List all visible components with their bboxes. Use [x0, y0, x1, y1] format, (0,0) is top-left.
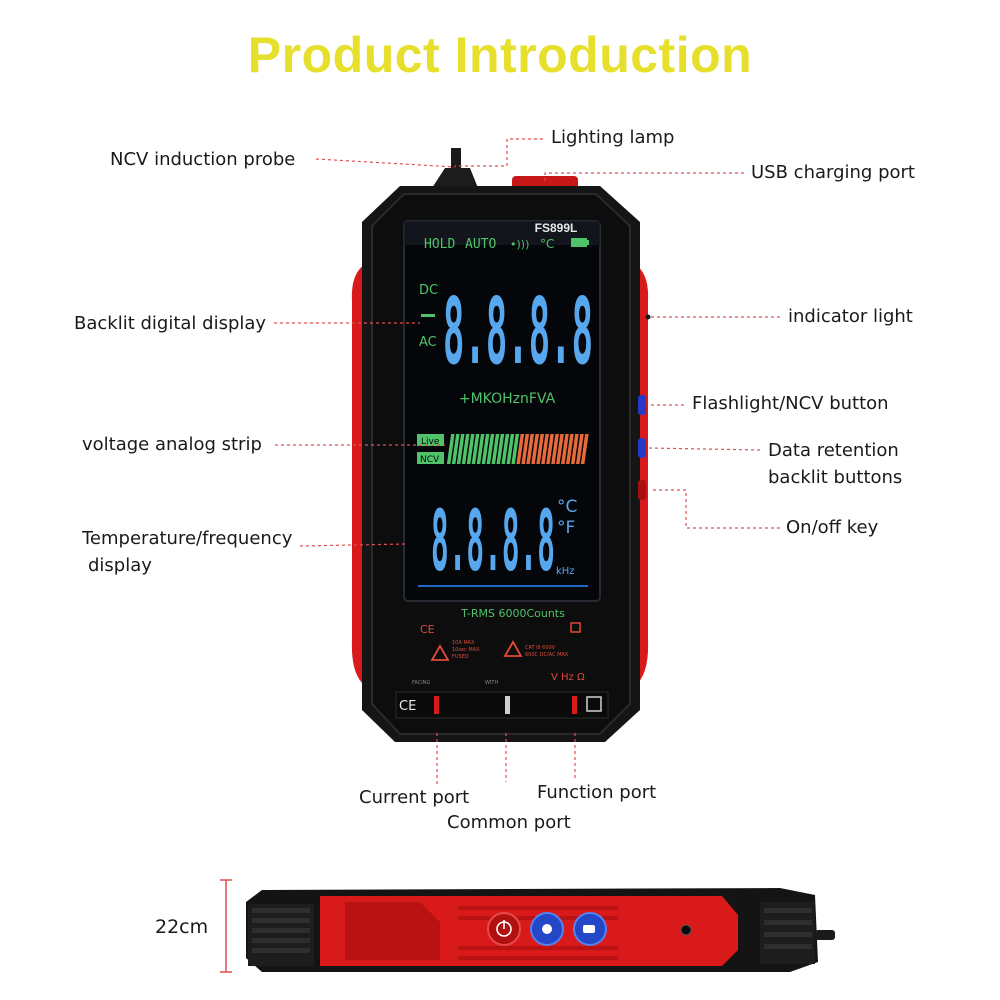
analog-strip-bar	[570, 434, 579, 464]
function-port	[572, 696, 577, 714]
port-with-label: WITH	[485, 680, 498, 686]
line-usb-port	[544, 172, 744, 182]
side-power-button[interactable]	[487, 912, 521, 946]
analog-strip-bar	[446, 434, 455, 464]
indicator-light	[645, 314, 651, 320]
analog-strip-bar	[575, 434, 584, 464]
analog-strip-bar	[521, 434, 530, 464]
analog-strip-bar	[516, 434, 525, 464]
callout-data-retention-2: backlit buttons	[768, 467, 903, 488]
warning-icon	[430, 644, 450, 661]
callout-backlit-display: Backlit digital display	[74, 313, 267, 334]
callout-lighting-lamp: Lighting lamp	[551, 127, 675, 148]
analog-strip-bar	[531, 434, 540, 464]
analog-strip-bar	[486, 434, 495, 464]
thickness-label: 22cm	[155, 916, 209, 938]
primary-digits: 8.8.8.8	[443, 278, 593, 385]
unit-symbols: +MKOHznFVA	[459, 391, 556, 407]
onoff-key[interactable]	[638, 480, 646, 500]
analog-strip-bar	[565, 434, 574, 464]
analog-strip-bar	[451, 434, 460, 464]
voltage-analog-strip	[446, 434, 589, 464]
ce-mark: CE	[420, 623, 435, 636]
analog-strip-bar	[511, 434, 520, 464]
analog-strip-bar	[501, 434, 510, 464]
callout-current-port: Current port	[359, 787, 470, 808]
lcd-dc: DC	[419, 283, 438, 298]
analog-strip-bar	[476, 434, 485, 464]
line-lighting-lamp	[455, 138, 543, 167]
lcd-live: Live	[421, 437, 440, 447]
side-flashlight-button[interactable]	[573, 912, 607, 946]
spec-right-2: 600C DC/AC MAX	[525, 652, 569, 658]
ce-mark-bottom: CE	[399, 699, 416, 714]
common-port	[505, 696, 510, 714]
analog-strip-bar	[481, 434, 490, 464]
lcd-celsius-top: °C	[540, 237, 554, 251]
spec-left-3: FUSED	[452, 654, 469, 660]
double-insulation-icon	[570, 622, 581, 633]
analog-strip-bar	[466, 434, 475, 464]
analog-strip-bar	[546, 434, 554, 464]
callout-data-retention-1: Data retention	[768, 440, 899, 461]
lcd-auto: AUTO	[465, 237, 496, 252]
warning-icon	[503, 640, 523, 657]
function-symbols: V Hz Ω	[551, 672, 585, 683]
spec-left-1: 10A MAX	[452, 640, 475, 646]
callout-function-port: Function port	[537, 782, 657, 803]
lcd-sound-icon: •)))	[510, 238, 529, 251]
thickness-dimension-bracket	[220, 879, 232, 973]
callout-analog-strip: voltage analog strip	[82, 434, 262, 455]
callout-temp-freq-1: Temperature/frequency	[82, 528, 293, 549]
callout-usb-port: USB charging port	[751, 162, 915, 183]
lcd-fahrenheit: °F	[557, 518, 575, 538]
analog-strip-bar	[456, 434, 465, 464]
ncv-probe	[432, 148, 478, 188]
flashlight-ncv-button[interactable]	[638, 395, 646, 415]
callout-flashlight-button: Flashlight/NCV button	[692, 393, 889, 414]
model-label: FS899L	[535, 221, 578, 235]
analog-strip-bar	[526, 434, 535, 464]
port-facing-label: FACING	[412, 680, 430, 686]
data-retention-button[interactable]	[638, 438, 646, 458]
line-data-retention	[647, 447, 761, 451]
analog-strip-bar	[561, 434, 569, 464]
current-port	[434, 696, 439, 714]
callout-indicator-light: indicator light	[788, 306, 913, 327]
callout-onoff-key: On/off key	[786, 517, 879, 538]
side-backlight-button[interactable]	[530, 912, 564, 946]
lcd-hold: HOLD	[424, 237, 455, 252]
secondary-digits: 8.8.8.8	[431, 492, 555, 590]
callout-ncv-probe: NCV induction probe	[110, 149, 296, 170]
line-onoff-key	[650, 489, 780, 529]
callout-temp-freq-2: display	[88, 555, 152, 576]
battery-icon	[571, 238, 589, 247]
callout-common-port: Common port	[447, 812, 571, 833]
analog-strip-bar	[506, 434, 515, 464]
line-ncv-probe	[315, 158, 456, 168]
lcd-celsius: °C	[557, 497, 577, 517]
analog-strip-bar	[556, 434, 564, 464]
analog-strip-bar	[491, 434, 500, 464]
spec-right-1: CAT III 600V	[525, 645, 556, 651]
side-indicator-light	[680, 924, 692, 936]
analog-strip-bar	[496, 434, 505, 464]
lcd-ncv: NCV	[420, 455, 440, 465]
spec-left-2: 10sec MAX	[452, 647, 480, 653]
analog-strip-bar	[471, 434, 480, 464]
analog-strip-bar	[580, 434, 589, 464]
trms-label: T-RMS 6000Counts	[460, 607, 565, 620]
lcd-ac: AC	[419, 335, 437, 350]
page-title: Product Introduction	[247, 27, 753, 83]
analog-strip-bar	[551, 434, 559, 464]
analog-strip-bar	[541, 434, 549, 464]
analog-strip-bar	[536, 434, 545, 464]
analog-strip-bar	[461, 434, 470, 464]
line-temp-freq	[299, 543, 406, 547]
lcd-khz: kHz	[556, 566, 575, 577]
